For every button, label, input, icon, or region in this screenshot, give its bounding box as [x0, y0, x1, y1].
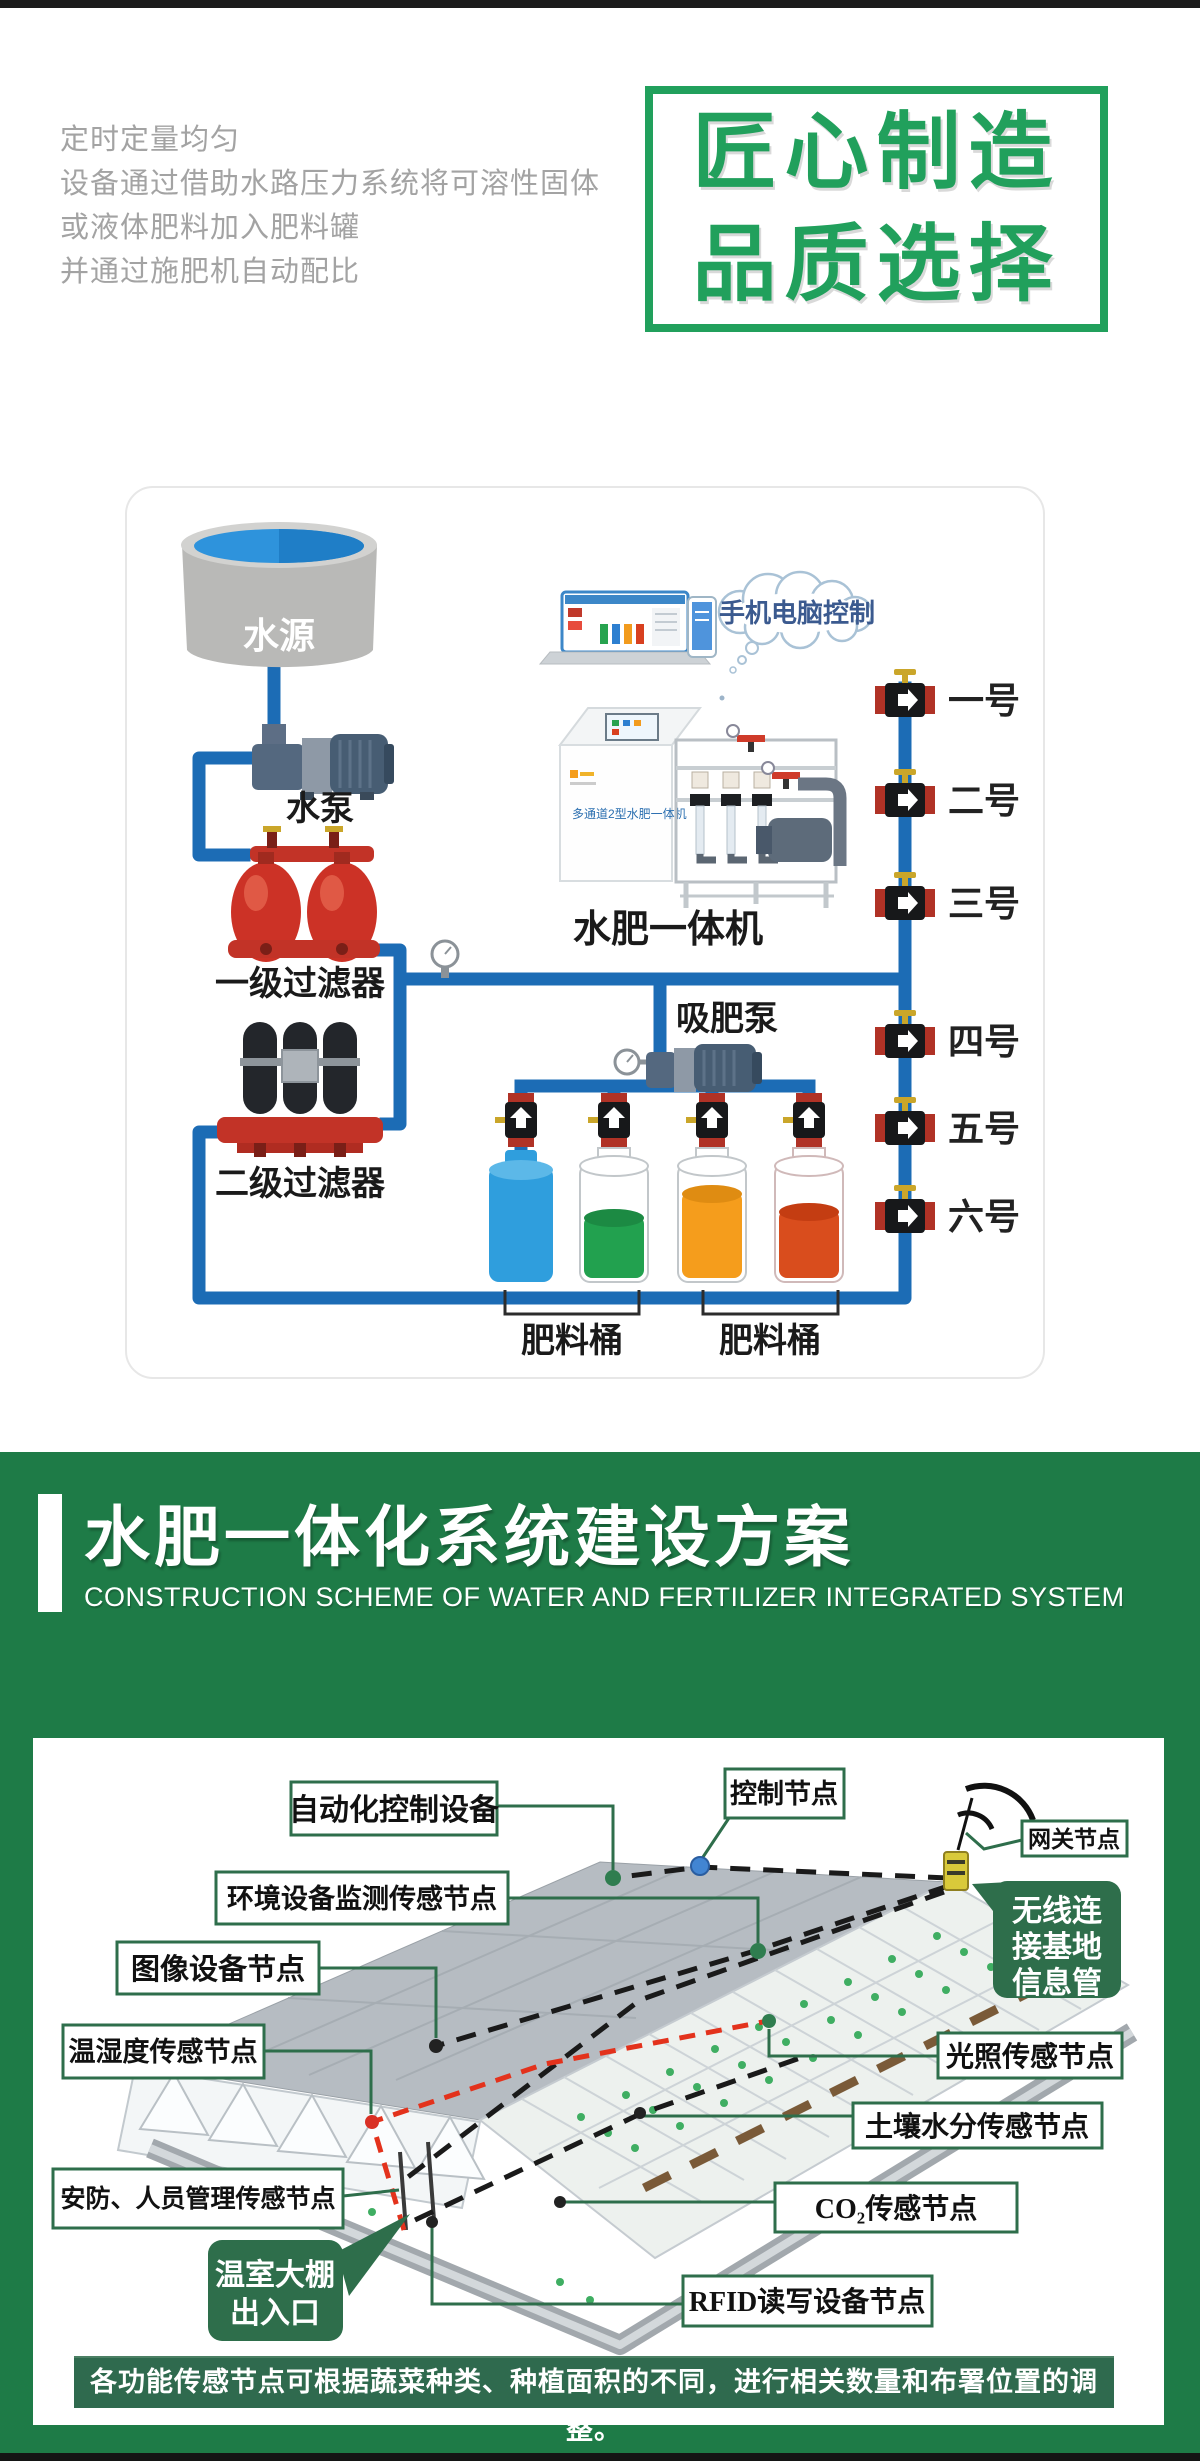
barrel-green [579, 1147, 649, 1283]
wireless-label-line1: 无线连 [1012, 1895, 1103, 1928]
temp-humidity-label: 温湿度传感节点 [69, 2036, 258, 2067]
intro-text-block: 定时定量均匀 设备通过借助水路压力系统将可溶性固体 或液体肥料加入肥料罐 并通过… [60, 118, 600, 294]
label-box-env-monitor: 环境设备监测传感节点 [214, 1870, 510, 1926]
gateway-node-label: 网关节点 [1028, 1826, 1120, 1852]
entrance-label-line1: 温室大棚 [215, 2258, 335, 2292]
label-box-soil-node: 土壤水分传感节点 [851, 2101, 1104, 2150]
first-filter-label: 一级过滤器 [215, 965, 386, 1003]
soil-node-label: 土壤水分传感节点 [865, 2110, 1089, 2143]
footer-note-text: 各功能传感节点可根据蔬菜种类、种植面积的不同，进行相关数量和布署位置的调整。 [90, 2367, 1098, 2445]
control-node-label: 控制节点 [730, 1779, 838, 1809]
valve-label-6: 六号 [948, 1196, 1020, 1237]
intro-line: 设备通过借助水路压力系统将可溶性固体 [60, 168, 601, 200]
image-node-label: 图像设备节点 [131, 1953, 305, 1986]
machine-side-text: 多通道2型水肥一体机 [572, 807, 687, 821]
co2-node-label: CO₂传感节点 [815, 2193, 977, 2225]
wireless-label-line2: 接基地 [1012, 1931, 1102, 1964]
barrel-brackets [503, 1290, 840, 1316]
label-box-temp-humidity: 温湿度传感节点 [61, 2023, 266, 2080]
barrel-valves [495, 1093, 825, 1147]
second-stage-filter [217, 1022, 383, 1157]
label-box-co2-node: CO₂传感节点 [773, 2181, 1019, 2234]
light-node-label: 光照传感节点 [945, 2041, 1114, 2073]
second-filter-label: 二级过滤器 [215, 1165, 386, 1203]
water-pump [252, 724, 394, 800]
auto-control-label: 自动化控制设备 [289, 1793, 500, 1827]
crop-dots [316, 1932, 995, 2304]
machine-label: 水肥一体机 [573, 909, 763, 951]
label-box-auto-control: 自动化控制设备 [289, 1780, 500, 1837]
water-source-label: 水源 [243, 615, 315, 656]
scheme-title: 水肥一体化系统建设方案 [84, 1500, 854, 1574]
first-stage-filter [228, 826, 380, 962]
fertigation-machine: 多通道2型水肥一体机 [557, 707, 847, 908]
quality-badge: 匠心制造 品质选择 [645, 86, 1108, 332]
footer-note-bar: 各功能传感节点可根据蔬菜种类、种植面积的不同，进行相关数量和布署位置的调整。 [74, 2356, 1114, 2445]
label-box-entrance: 温室大棚 出入口 [208, 2214, 410, 2341]
label-box-security: 安防、人员管理传感节点 [51, 2167, 345, 2230]
label-box-control-node: 控制节点 [723, 1767, 846, 1820]
label-box-image-node: 图像设备节点 [115, 1940, 321, 1996]
cloud-label: 手机电脑控制 [719, 598, 875, 628]
top-divider-bar [0, 0, 1200, 8]
bottom-divider-bar [0, 2453, 1200, 2461]
rfid-node-label: RFID读写设备节点 [689, 2286, 925, 2318]
intro-line: 并通过施肥机自动配比 [60, 256, 361, 288]
pressure-gauge [430, 939, 460, 978]
label-box-light-node: 光照传感节点 [936, 2031, 1124, 2080]
barrel-label-right: 肥料桶 [719, 1322, 821, 1360]
wifi-icon [957, 1810, 995, 1831]
sensor-node-dots [365, 1856, 776, 2228]
env-monitor-label: 环境设备监测传感节点 [227, 1883, 497, 1914]
valve-label-5: 五号 [948, 1108, 1020, 1149]
wireless-label-line3: 信息管 [1012, 1966, 1102, 2000]
intro-line: 或液体肥料加入肥料罐 [60, 212, 361, 244]
barrel-blue [489, 1150, 553, 1282]
valve-label-2: 二号 [948, 780, 1020, 821]
intro-line: 定时定量均匀 [60, 124, 241, 156]
title-accent-bar [38, 1494, 62, 1612]
security-label: 安防、人员管理传感节点 [60, 2184, 335, 2213]
barrel-orange [677, 1147, 747, 1283]
barrel-red [774, 1147, 844, 1283]
greenhouse-sensor-diagram: 自动化控制设备 环境设备监测传感节点 图像设备节点 温湿度传感节点 安防、人员管… [51, 1767, 1138, 2355]
label-box-gateway-node: 网关节点 [1020, 1819, 1129, 1858]
label-leader-lines [264, 1804, 1023, 2306]
water-source-tank: 水源 [181, 522, 377, 668]
suction-pump [613, 1044, 762, 1092]
water-pump-label: 水泵 [286, 790, 354, 828]
label-box-rfid-node: RFID读写设备节点 [681, 2274, 934, 2328]
valve-label-3: 三号 [948, 883, 1020, 924]
scheme-subtitle: CONSTRUCTION SCHEME OF WATER AND FERTILI… [84, 1582, 1125, 1612]
barrel-label-left: 肥料桶 [521, 1322, 623, 1360]
quality-badge-line2: 品质选择 [692, 217, 1061, 311]
suction-pump-label: 吸肥泵 [676, 1000, 778, 1038]
irrigation-system-diagram: 水源 水泵 [181, 522, 1020, 1360]
valve-label-1: 一号 [948, 680, 1020, 721]
quality-badge-line1: 匠心制造 [692, 105, 1061, 199]
label-box-wireless-base: 无线连 接基地 信息管 [972, 1881, 1121, 2000]
gateway-device [943, 1782, 1036, 1891]
entrance-label-line2: 出入口 [230, 2297, 320, 2330]
laptop-and-phone [538, 590, 717, 665]
control-cloud: 手机电脑控制 [717, 570, 875, 701]
valve-label-4: 四号 [948, 1021, 1020, 1062]
